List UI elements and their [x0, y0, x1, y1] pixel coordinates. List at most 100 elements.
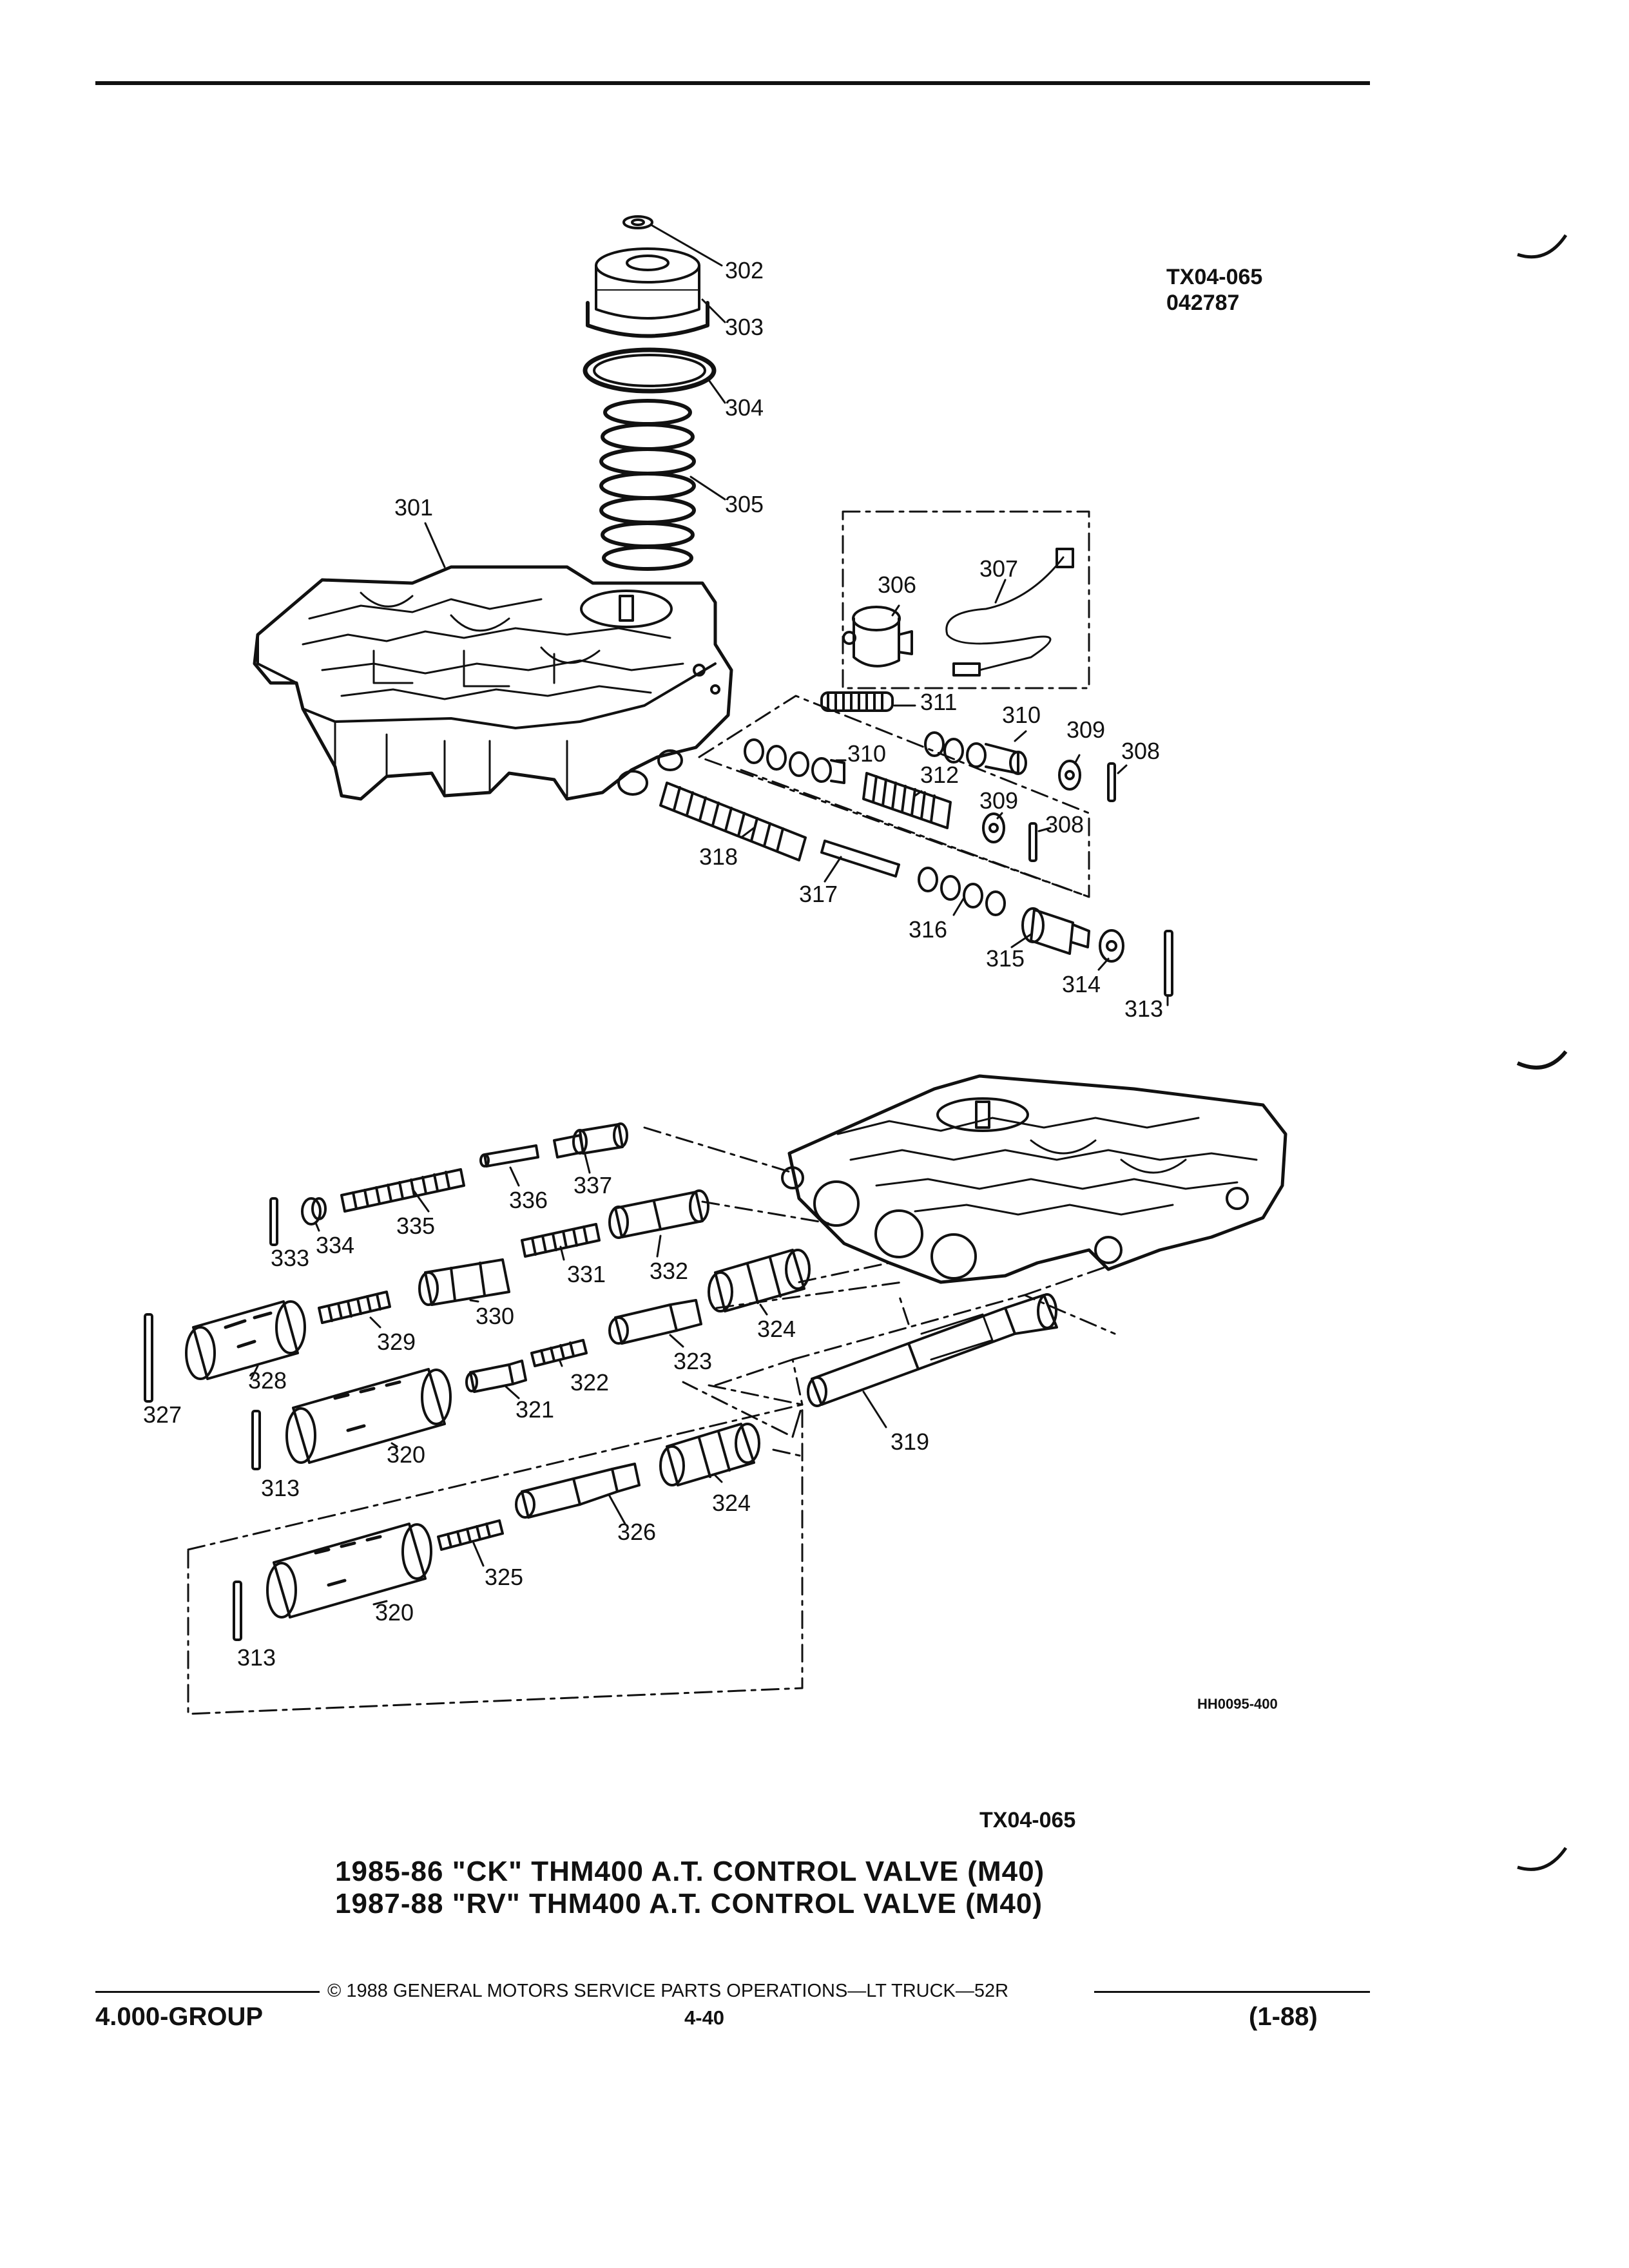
callout-318: 318: [699, 843, 738, 870]
switch-group-box: [842, 510, 1090, 689]
callout-309-upper: 309: [1066, 716, 1105, 743]
callout-322: 322: [570, 1369, 609, 1396]
callout-301: 301: [394, 494, 433, 521]
spring-305: [599, 399, 696, 571]
callout-320-lower: 320: [375, 1599, 414, 1626]
callout-314: 314: [1062, 971, 1101, 997]
callout-313-upper: 313: [1124, 995, 1163, 1022]
valve-324-upper: [708, 1249, 811, 1312]
callout-330: 330: [476, 1303, 514, 1329]
callout-326: 326: [617, 1519, 656, 1545]
callout-307: 307: [979, 555, 1018, 582]
callout-311: 311: [920, 689, 957, 715]
callout-327: 327: [143, 1401, 182, 1428]
footer-rule-right: [1094, 1991, 1370, 1993]
spring-331: [521, 1223, 601, 1258]
callout-305: 305: [725, 491, 764, 517]
valve-337: [553, 1122, 628, 1158]
figure-reference: TX04-065: [979, 1808, 1076, 1832]
callout-335: 335: [396, 1213, 435, 1239]
callout-337: 337: [574, 1172, 612, 1198]
callout-309-lower: 309: [979, 787, 1018, 814]
valve-323: [608, 1299, 702, 1345]
callout-303: 303: [725, 314, 764, 340]
spring-311: [820, 691, 894, 712]
callout-324-lower: 324: [712, 1490, 751, 1516]
figure-title-2: 1987-88 "RV" THM400 A.T. CONTROL VALVE (…: [335, 1888, 1043, 1919]
valve-321: [465, 1360, 527, 1393]
callout-310-upper: 310: [1002, 702, 1041, 728]
valve-332: [608, 1189, 709, 1239]
callout-325: 325: [485, 1564, 523, 1590]
pin-317: [820, 840, 900, 878]
figure-code-block: TX04-065 042787: [1166, 264, 1262, 316]
footer-group: 4.000-GROUP: [95, 2003, 264, 2031]
callout-306: 306: [878, 572, 916, 598]
callout-334: 334: [316, 1232, 354, 1258]
lower-leaders: [187, 1126, 1116, 1715]
callout-313-lower: 313: [237, 1644, 276, 1671]
valve-body-lower: [781, 1074, 1287, 1284]
wire-harness-307: [945, 548, 1074, 677]
spring-329: [318, 1291, 391, 1324]
callout-316: 316: [909, 916, 947, 943]
spring-312: [862, 772, 952, 829]
plug-314: [1099, 929, 1124, 963]
sleeve-328: [185, 1300, 306, 1380]
footer-copyright: © 1988 GENERAL MOTORS SERVICE PARTS OPER…: [327, 1981, 1009, 2001]
pin-308-lower: [1028, 822, 1037, 862]
piston-303: [586, 247, 709, 338]
callout-313-mid: 313: [261, 1475, 300, 1501]
callout-304: 304: [725, 394, 764, 421]
pin-336: [479, 1144, 539, 1168]
valve-316: [918, 867, 1006, 916]
plug-309-lower: [982, 812, 1005, 843]
callout-336: 336: [509, 1187, 548, 1213]
callout-331: 331: [567, 1261, 606, 1287]
callout-328: 328: [248, 1367, 287, 1394]
binder-tick-mark-3: [1517, 1847, 1568, 1871]
callout-332: 332: [650, 1258, 688, 1284]
plug-334: [301, 1197, 327, 1225]
pin-313-mid: [251, 1410, 261, 1470]
footer-page-number: 4-40: [684, 2006, 725, 2029]
seal-ring-304: [583, 347, 717, 394]
pin-313-upper: [1164, 930, 1173, 997]
valve-319: [807, 1293, 1058, 1407]
footer-revision: (1-88): [1249, 2003, 1318, 2031]
plug-309-upper: [1058, 760, 1081, 791]
snap-ring-302: [622, 215, 653, 229]
spring-325: [437, 1519, 504, 1551]
pin-327: [144, 1313, 153, 1403]
figure-date: 042787: [1166, 291, 1240, 315]
valve-trains-box: [698, 695, 1090, 898]
switch-306: [842, 606, 913, 668]
image-code: HH0095-400: [1197, 1696, 1278, 1712]
callout-317: 317: [799, 881, 838, 907]
spring-318: [659, 782, 807, 861]
callout-315: 315: [986, 945, 1025, 972]
valve-330: [418, 1258, 510, 1306]
top-rule: [95, 81, 1370, 85]
spring-322: [530, 1339, 588, 1367]
figure-code: TX04-065: [1166, 265, 1263, 289]
callout-308-upper: 308: [1121, 738, 1160, 764]
pin-313-lower: [233, 1581, 242, 1641]
callout-323: 323: [673, 1348, 712, 1374]
sleeve-320-upper: [285, 1368, 452, 1464]
binder-tick-mark-2: [1516, 1050, 1568, 1070]
callout-333: 333: [271, 1245, 309, 1271]
callout-308-lower: 308: [1045, 811, 1084, 838]
callout-319: 319: [891, 1428, 929, 1455]
spring-335: [340, 1168, 465, 1213]
valve-310-upper: [924, 731, 1027, 775]
callout-321: 321: [516, 1396, 554, 1423]
valve-310-lower: [744, 738, 845, 784]
valve-315: [1021, 907, 1090, 955]
callout-leaders: [250, 224, 1169, 1606]
valve-326: [515, 1463, 641, 1519]
figure-title-1: 1985-86 "CK" THM400 A.T. CONTROL VALVE (…: [335, 1856, 1045, 1887]
pin-308-upper: [1107, 762, 1116, 802]
footer-rule-left: [95, 1991, 320, 1993]
